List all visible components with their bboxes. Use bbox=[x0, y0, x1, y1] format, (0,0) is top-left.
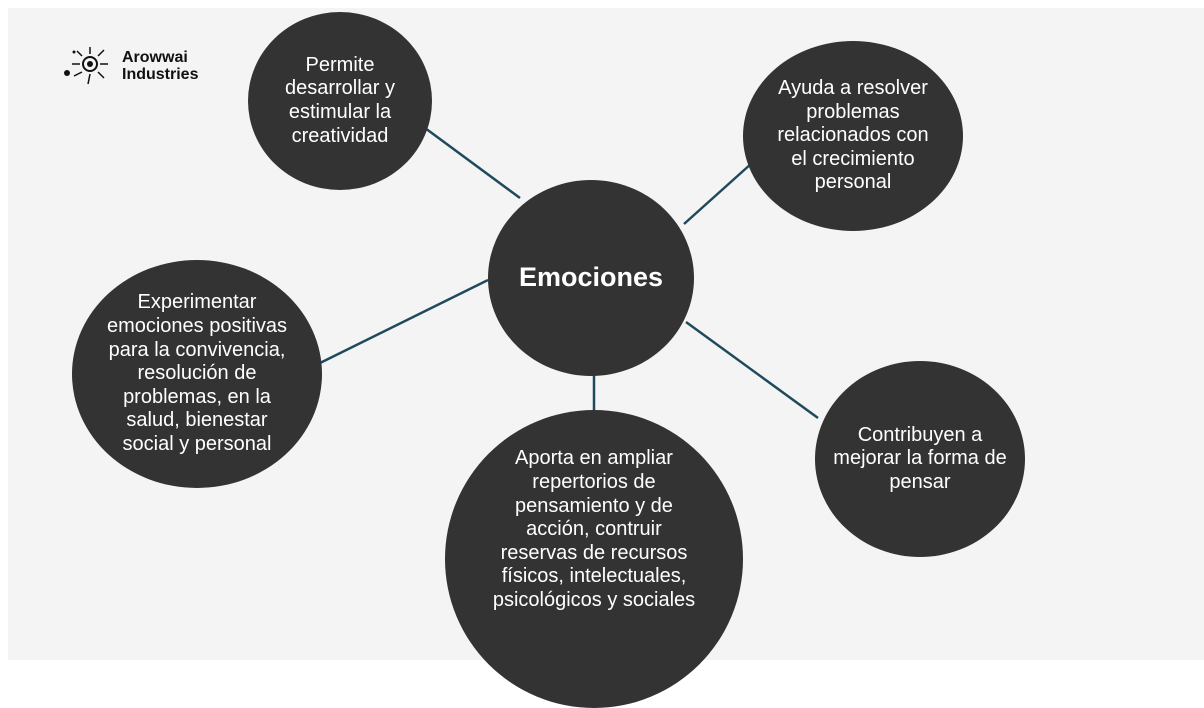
node-creatividad-label: Permite desarrollar y estimular la creat… bbox=[284, 53, 396, 147]
center-label: Emociones bbox=[518, 262, 664, 293]
node-convivencia-label: Experimentar emociones positivas para la… bbox=[106, 291, 288, 455]
node-recursos-label: Aporta en ampliar repertorios de pensami… bbox=[492, 447, 696, 611]
node-center-emociones: Emociones bbox=[488, 180, 694, 376]
node-crecimiento: Ayuda a resolver problemas relacionados … bbox=[743, 41, 963, 231]
brand-logo: Arowwai Industries bbox=[60, 44, 198, 88]
connector-crecimiento bbox=[683, 162, 753, 225]
node-crecimiento-label: Ayuda a resolver problemas relacionados … bbox=[777, 77, 929, 194]
node-recursos: Aporta en ampliar repertorios de pensami… bbox=[445, 410, 743, 708]
node-pensar-label: Contribuyen a mejorar la forma de pensar bbox=[833, 423, 1007, 493]
connector-pensar bbox=[685, 320, 819, 420]
brand-name: Arowwai Industries bbox=[122, 49, 199, 83]
node-convivencia: Experimentar emociones positivas para la… bbox=[72, 260, 322, 488]
connector-lines bbox=[317, 126, 819, 420]
connector-creatividad bbox=[424, 126, 521, 200]
node-pensar: Contribuyen a mejorar la forma de pensar bbox=[815, 361, 1025, 557]
sun-burst-icon bbox=[64, 47, 108, 85]
node-creatividad: Permite desarrollar y estimular la creat… bbox=[248, 12, 432, 190]
connector-convivencia bbox=[317, 278, 489, 366]
